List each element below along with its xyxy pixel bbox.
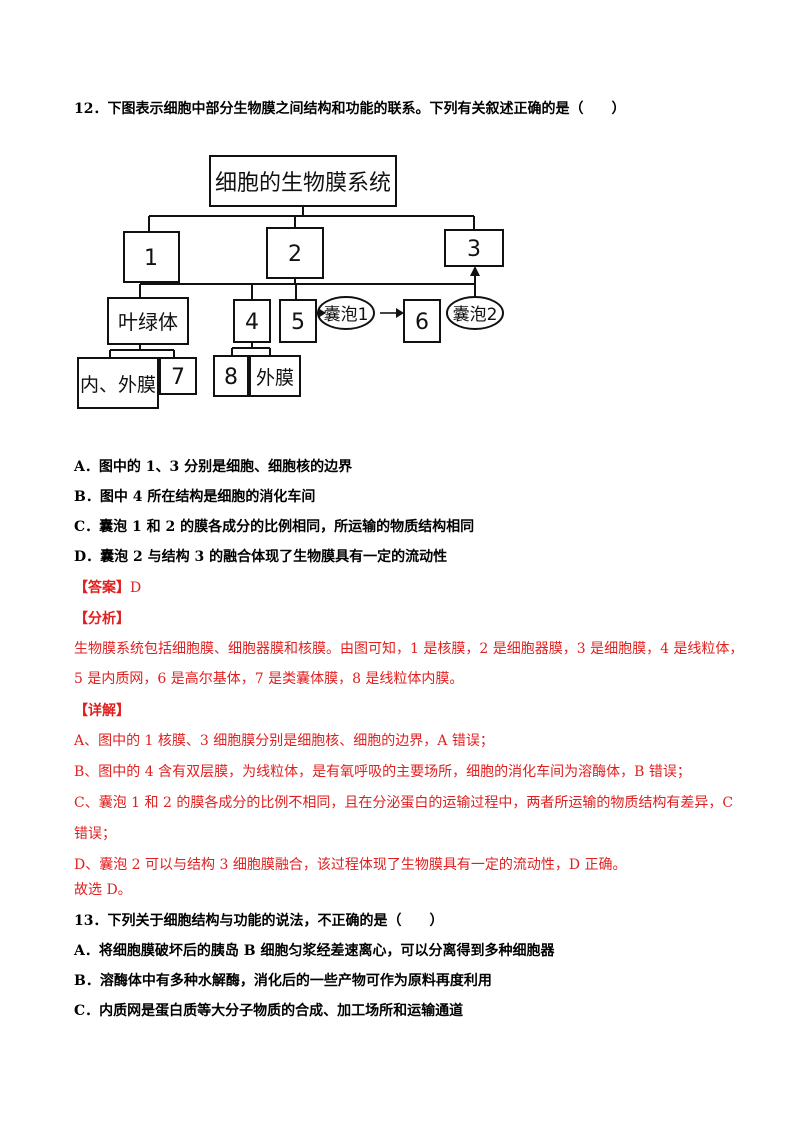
arrow-head-1: [318, 308, 326, 318]
box-8: [213, 355, 249, 397]
conclusion: 故选 D。: [74, 882, 132, 898]
answer-line: 【答案】D: [74, 578, 141, 598]
label-8: 8: [224, 365, 238, 390]
detail-line-b: B、图中的 4 含有双层膜，为线粒体，是有氧呼吸的主要场所，细胞的消化车间为溶酶…: [74, 764, 691, 780]
box-6: [403, 299, 441, 343]
box-chloroplast: [107, 297, 189, 345]
answer-label: 【答案】: [74, 580, 130, 596]
box-7: [159, 357, 197, 395]
q12-option-a: A．图中的 1、3 分别是细胞、细胞核的边界: [74, 459, 353, 475]
q13-option-a: A．将细胞膜破坏后的胰岛 B 细胞匀浆经差速离心，可以分离得到多种细胞器: [74, 943, 555, 959]
arrow-head-3: [470, 266, 480, 276]
q13-option-c: C．内质网是蛋白质等大分子物质的合成、加工场所和运输通道: [74, 1003, 464, 1019]
detail-line-d: D、囊泡 2 可以与结构 3 细胞膜融合，该过程体现了生物膜具有一定的流动性，D…: [74, 857, 627, 873]
answer-value: D: [130, 580, 142, 596]
label-1: 1: [144, 246, 158, 271]
arrow-head-2: [396, 308, 404, 318]
label-inner-outer: 内、外膜: [80, 374, 156, 396]
analysis-line-1: 生物膜系统包括细胞膜、细胞器膜和核膜。由图可知，1 是核膜，2 是细胞器膜，3 …: [74, 641, 744, 657]
box-1: [123, 231, 180, 283]
analysis-label: 【分析】: [74, 611, 130, 627]
label-vesicle-1: 囊泡1: [324, 305, 369, 325]
detail-line-c: C、囊泡 1 和 2 的膜各成分的比例不相同，且在分泌蛋白的运输过程中，两者所运…: [74, 795, 734, 811]
label-6: 6: [415, 310, 429, 335]
root-label: 细胞的生物膜系统: [215, 171, 391, 196]
label-2: 2: [288, 242, 302, 267]
detail-line-a: A、图中的 1 核膜、3 细胞膜分别是细胞核、细胞的边界，A 错误；: [74, 733, 494, 749]
box-3: [444, 229, 504, 267]
q12-option-d: D．囊泡 2 与结构 3 的融合体现了生物膜具有一定的流动性: [74, 549, 448, 565]
label-chloroplast: 叶绿体: [118, 310, 178, 334]
detail-label: 【详解】: [74, 703, 130, 719]
analysis-line-2: 5 是内质网，6 是高尔基体，7 是类囊体膜，8 是线粒体内膜。: [74, 671, 464, 687]
label-4: 4: [245, 310, 259, 335]
label-vesicle-2: 囊泡2: [453, 305, 498, 325]
q12-option-b: B．图中 4 所在结构是细胞的消化车间: [74, 489, 316, 505]
box-inner-outer: [77, 357, 159, 409]
box-2: [266, 227, 324, 279]
detail-line-c-cont: 错误；: [74, 826, 116, 842]
box-5: [279, 299, 317, 343]
label-7: 7: [171, 365, 185, 390]
q12-option-c: C．囊泡 1 和 2 的膜各成分的比例相同，所运输的物质结构相同: [74, 519, 475, 535]
box-outer: [249, 355, 301, 397]
q13-option-b: B．溶酶体中有多种水解酶，消化后的一些产物可作为原料再度利用: [74, 973, 492, 989]
label-3: 3: [467, 237, 481, 262]
root-box: [209, 155, 397, 207]
membrane-system-diagram: 细胞的生物膜系统 1 2 3 叶绿体 4 5 囊泡1 6 囊泡2 内、外膜 7 …: [77, 155, 504, 409]
question-13-stem: 13．下列关于细胞结构与功能的说法，不正确的是（ ）: [74, 913, 444, 929]
label-5: 5: [291, 310, 305, 335]
box-4: [233, 299, 271, 343]
label-outer: 外膜: [256, 367, 294, 389]
question-12-stem: 12．下图表示细胞中部分生物膜之间结构和功能的联系。下列有关叙述正确的是（ ）: [74, 101, 626, 117]
